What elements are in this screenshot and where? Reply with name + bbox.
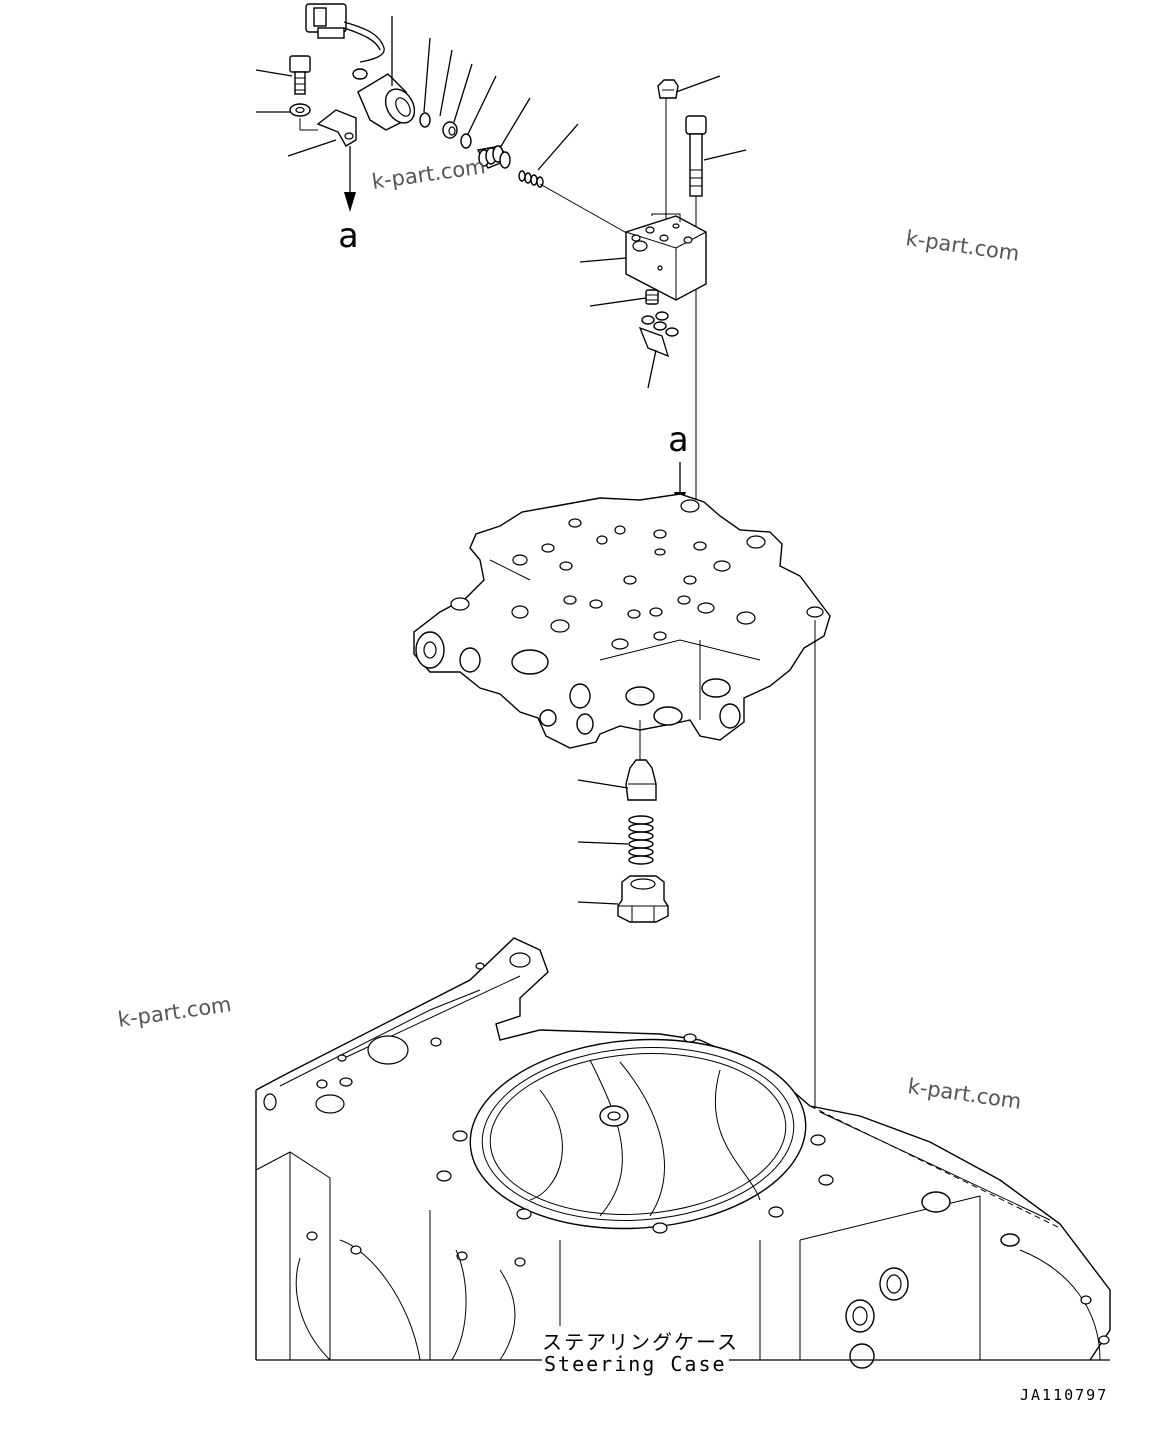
orifice-plug	[645, 289, 659, 305]
spring	[628, 815, 654, 865]
steering-case-label-english: Steering Case	[542, 1352, 729, 1376]
leader-valve-block	[579, 257, 627, 263]
bracket-left	[299, 109, 357, 147]
plug-nut	[617, 875, 669, 923]
drawing-code: JA110797	[1020, 1386, 1109, 1404]
solenoid-connector	[305, 3, 385, 63]
spring-small	[518, 170, 544, 188]
arrow-to-ref-a-upper	[344, 146, 356, 212]
leader-lines-upper-left	[255, 16, 633, 237]
ref-mark-a-lower: a	[668, 420, 689, 460]
bolt-left	[289, 55, 311, 95]
o-ring-2	[460, 133, 472, 149]
steering-case	[255, 937, 1111, 1369]
valve-spool	[476, 145, 511, 169]
long-bolt	[685, 115, 707, 512]
steering-case-label-japanese: ステアリングケース	[540, 1326, 741, 1355]
screw-plug-top	[657, 79, 679, 232]
o-ring-1	[419, 112, 431, 128]
solenoid-body	[352, 68, 416, 131]
washer-left	[289, 103, 311, 117]
o-ring-kit	[638, 311, 679, 389]
valve-block	[625, 213, 707, 301]
ref-mark-a-upper: a	[338, 216, 359, 256]
control-valve-body	[413, 493, 831, 749]
plunger	[625, 759, 657, 801]
fitting-1	[442, 121, 458, 139]
